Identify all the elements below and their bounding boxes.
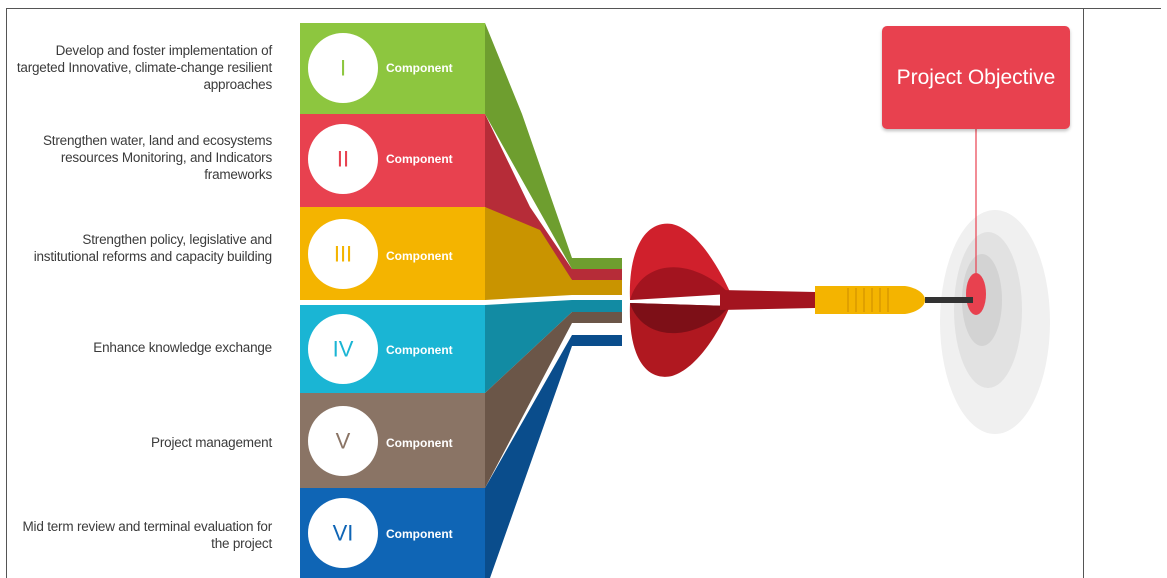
component-label-1: Component [386, 61, 453, 75]
component-numeral-5: V [336, 429, 351, 454]
component-description-4: Enhance knowledge exchange [93, 340, 272, 355]
component-description-3: Strengthen policy, legislative and insti… [33, 232, 272, 264]
frame-corner-line [1083, 8, 1161, 9]
component-band-3 [300, 207, 622, 300]
frame-left-border [6, 8, 7, 578]
frame-right-border [1083, 8, 1084, 578]
component-description-1: Develop and foster implementation of tar… [16, 43, 272, 92]
frame-top-border [6, 8, 1161, 9]
component-band-4 [300, 300, 622, 393]
target-bullseye [966, 273, 986, 315]
dart-barrel-grip [847, 288, 889, 312]
component-numeral-1: I [340, 56, 346, 81]
component-label-5: Component [386, 436, 453, 450]
component-label-4: Component [386, 343, 453, 357]
project-objective-label: Project Objective [896, 65, 1056, 89]
component-band-2 [300, 114, 622, 280]
component-numeral-6: VI [333, 521, 354, 546]
component-band-6 [300, 335, 622, 578]
component-numeral-4: IV [333, 337, 354, 362]
component-label-3: Component [386, 249, 453, 263]
component-numeral-2: II [337, 147, 349, 172]
component-description-2: Strengthen water, land and ecosystems re… [43, 133, 272, 182]
component-band-5 [300, 312, 622, 488]
dart-shaft [720, 290, 815, 310]
project-objective-box: Project Objective [882, 26, 1070, 129]
dart-tip [925, 297, 973, 303]
component-band-1 [300, 23, 622, 269]
component-description-6: Mid term review and terminal evaluation … [22, 519, 272, 551]
component-numeral-3: III [334, 242, 352, 267]
dart-flights [629, 223, 730, 377]
dart-barrel [815, 286, 925, 314]
component-label-2: Component [386, 152, 453, 166]
component-label-6: Component [386, 527, 453, 541]
component-description-5: Project management [151, 435, 272, 450]
